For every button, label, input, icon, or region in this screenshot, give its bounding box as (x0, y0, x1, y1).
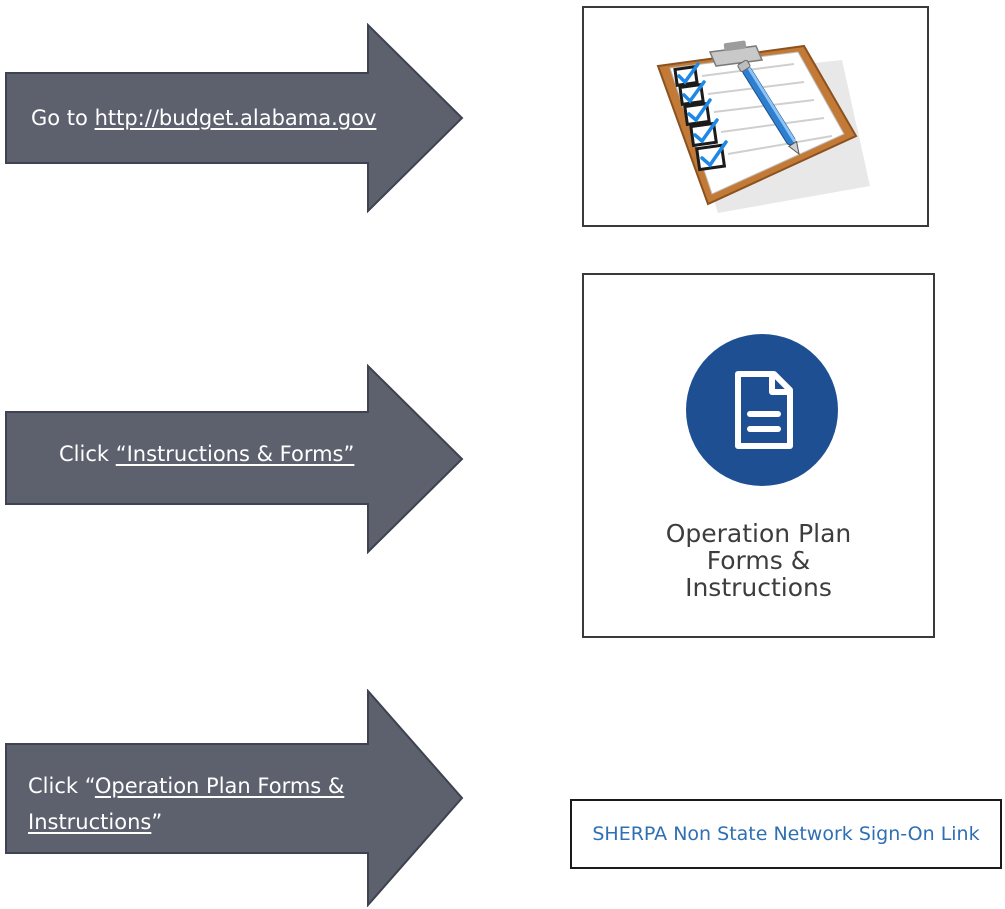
step-1-arrow: Go to http://budget.alabama.gov (0, 23, 470, 213)
operation-plan-link-line2[interactable]: Instructions (28, 810, 152, 834)
clipboard-checklist-icon (656, 40, 870, 213)
arrow-right-shape (5, 689, 464, 907)
forms-card-label-line1: Operation Plan (665, 519, 852, 548)
budget-site-link[interactable]: http://budget.alabama.gov (94, 106, 377, 130)
step-1-prefix: Go to (31, 106, 95, 130)
sherpa-sign-on-link[interactable]: SHERPA Non State Network Sign-On Link (592, 823, 980, 845)
forms-instructions-card[interactable]: Operation Plan Forms & Instructions (582, 273, 935, 638)
operation-plan-link-line1[interactable]: Operation Plan Forms & (94, 774, 345, 798)
arrow-right-shape (5, 23, 464, 213)
forms-circle-badge (686, 334, 838, 486)
step-2-text: Click “Instructions & Forms” (59, 436, 354, 472)
forms-card-label-line3: Instructions (685, 573, 832, 602)
step-3-suffix: ” (151, 810, 163, 834)
clipboard-image-card (582, 6, 929, 227)
document-icon (735, 371, 793, 449)
step-3-prefix: Click “ (28, 774, 95, 798)
step-1-text: Go to http://budget.alabama.gov (31, 100, 376, 136)
forms-card-label-line2: Forms & (706, 546, 811, 575)
step-2-prefix: Click (59, 442, 116, 466)
step-2-arrow: Click “Instructions & Forms” (0, 364, 470, 554)
sherpa-link-box[interactable]: SHERPA Non State Network Sign-On Link (570, 799, 1002, 869)
step-3-arrow: Click “Operation Plan Forms & Instructio… (0, 689, 470, 907)
arrow-right-shape (5, 364, 464, 554)
instructions-forms-link[interactable]: “Instructions & Forms” (115, 442, 355, 466)
step-3-text: Click “Operation Plan Forms & Instructio… (28, 768, 368, 840)
